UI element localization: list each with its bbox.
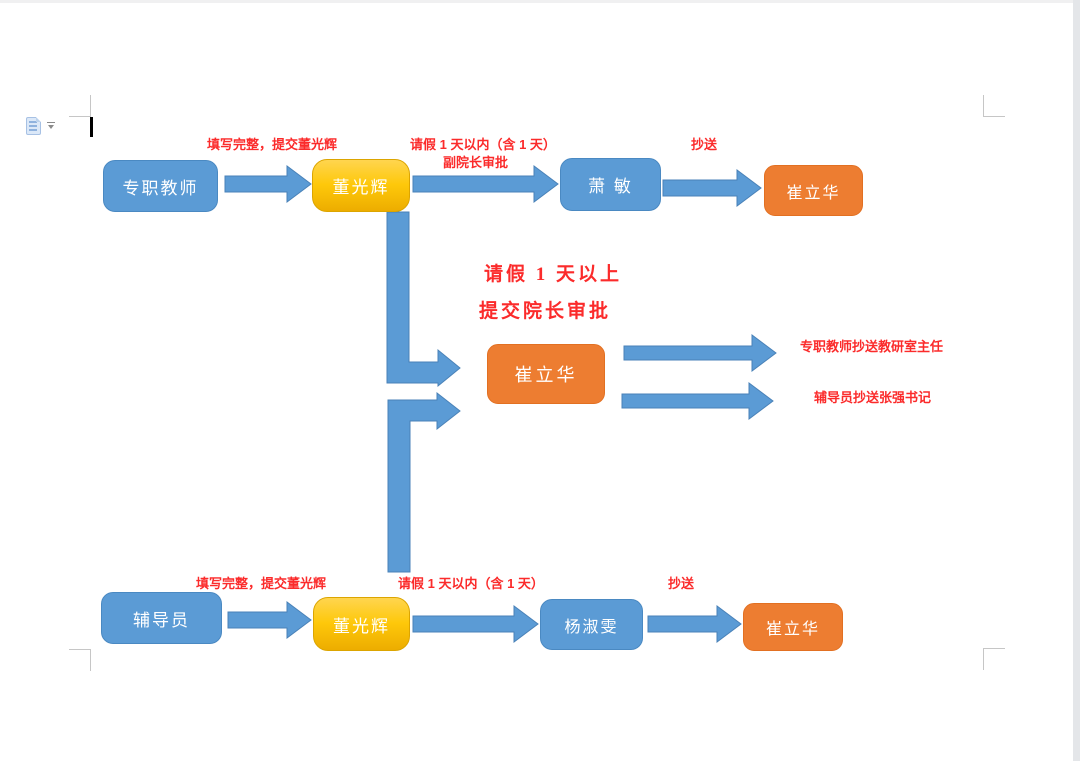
label-fill-submit-bottom[interactable]: 填写完整，提交董光辉	[196, 576, 327, 591]
label-vice-dean-approval[interactable]: 副院长审批	[443, 155, 509, 170]
margin-cropmark-bottom-right	[983, 648, 1005, 670]
node-teacher[interactable]: 专职教师	[103, 160, 218, 212]
label-cc-teacher-note[interactable]: 专职教师抄送教研室主任	[800, 339, 944, 354]
arrow-counselor-to-dong[interactable]	[227, 601, 312, 639]
paste-options-button[interactable]	[26, 115, 60, 137]
window-top-edge	[0, 0, 1080, 3]
chevron-down-icon[interactable]	[47, 121, 55, 131]
node-dong-bottom[interactable]: 董光辉	[313, 597, 410, 651]
label-cc-bottom[interactable]: 抄送	[668, 576, 695, 591]
node-yang[interactable]: 杨淑雯	[540, 599, 643, 650]
arrow-dean-to-teacher-cc[interactable]	[623, 334, 777, 372]
arrow-dean-to-counselor-cc[interactable]	[621, 382, 774, 420]
margin-cropmark-top-left	[69, 95, 91, 117]
label-fill-submit-top[interactable]: 填写完整，提交董光辉	[207, 137, 338, 152]
node-dean-cui[interactable]: 崔立华	[487, 344, 605, 404]
node-counselor[interactable]: 辅导员	[101, 592, 222, 644]
arrow-xiao-to-cui[interactable]	[662, 169, 762, 207]
document-paste-icon	[26, 117, 41, 135]
arrow-dongbottom-to-dean-elbow[interactable]	[387, 391, 461, 573]
label-leave-within-bottom[interactable]: 请假 1 天以内（含 1 天）	[398, 576, 544, 591]
arrow-yang-to-cui[interactable]	[647, 605, 742, 643]
node-xiao[interactable]: 萧 敏	[560, 158, 661, 211]
label-leave-within-top[interactable]: 请假 1 天以内（含 1 天）	[410, 137, 556, 152]
label-cc-top[interactable]: 抄送	[691, 137, 718, 152]
node-dong-top[interactable]: 董光辉	[312, 159, 410, 212]
arrow-teacher-to-dong[interactable]	[224, 165, 312, 203]
page-right-gutter	[1073, 0, 1080, 761]
node-cui-bottom[interactable]: 崔立华	[743, 603, 843, 651]
label-cc-counselor-note[interactable]: 辅导员抄送张强书记	[814, 390, 932, 405]
arrow-dong-to-yang[interactable]	[412, 605, 539, 643]
label-leave-over-line2[interactable]: 提交院长审批	[479, 301, 612, 322]
text-cursor	[90, 117, 93, 137]
arrow-dong-to-xiao[interactable]	[412, 165, 559, 203]
label-leave-over-line1[interactable]: 请假 1 天以上	[484, 264, 623, 285]
margin-cropmark-bottom-left	[69, 649, 91, 671]
node-cui-top[interactable]: 崔立华	[764, 165, 863, 216]
margin-cropmark-top-right	[983, 95, 1005, 117]
arrow-dongtop-to-dean-elbow[interactable]	[386, 211, 461, 388]
